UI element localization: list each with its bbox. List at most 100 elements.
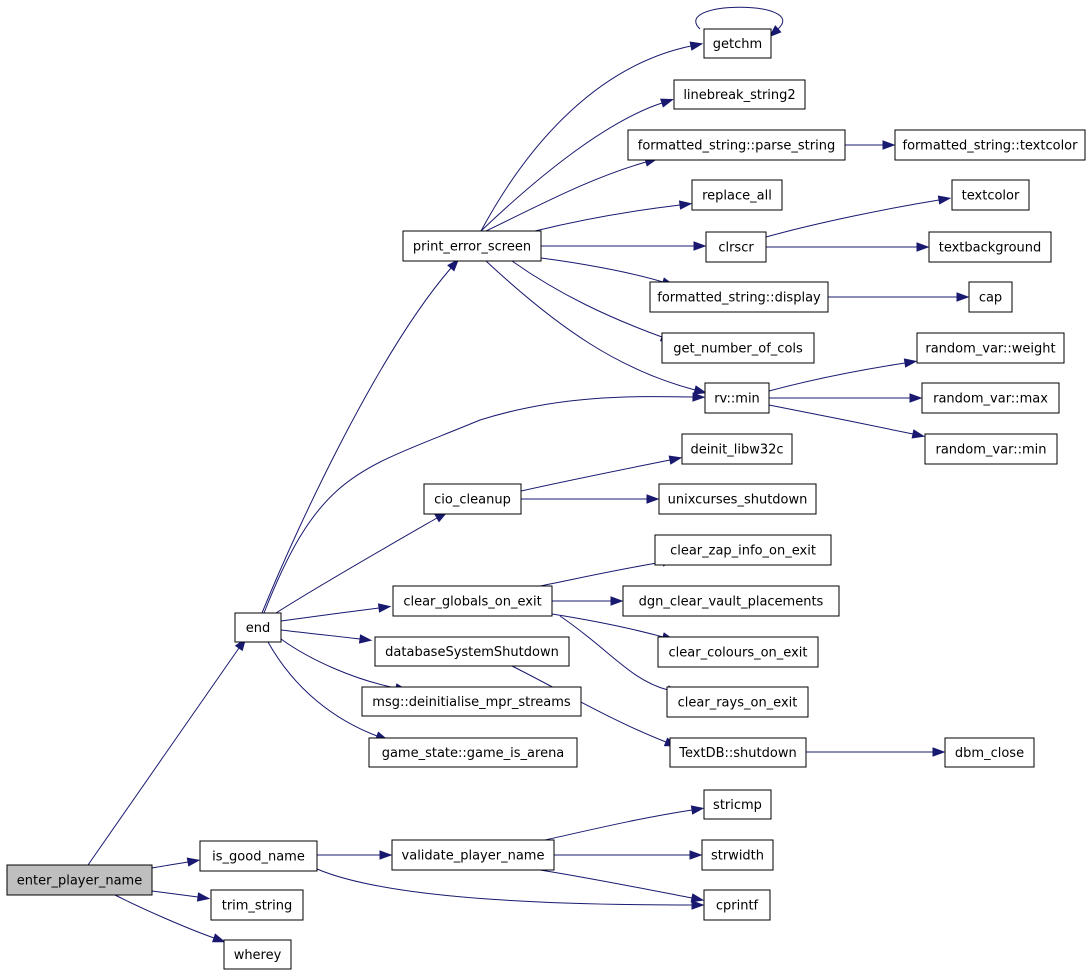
edge-line [261, 267, 452, 614]
node-linebreak-string2[interactable]: linebreak_string2 [673, 79, 806, 110]
node-strwidth[interactable]: strwidth [701, 839, 774, 871]
node-enter-player-name[interactable]: enter_player_name [6, 864, 153, 896]
edge-line [534, 204, 681, 232]
node-validate-player-name[interactable]: validate_player_name [391, 839, 555, 871]
edge-line [480, 45, 692, 232]
node-box [199, 840, 318, 872]
arrowhead-icon [956, 292, 970, 302]
node-cprintf[interactable]: cprintf [703, 889, 771, 921]
node-label: databaseSystemShutdown [385, 645, 559, 660]
edge-line [551, 613, 664, 638]
edge-line [511, 665, 667, 743]
edge-print_error_screen-to-clrscr [540, 241, 707, 251]
edge-print_error_screen-to-get_number_of_cols [511, 260, 674, 342]
node-label: formatted_string::display [657, 291, 821, 306]
nodes-layer: enter_player_name end is_good_name trim_str… [6, 28, 1086, 970]
node-box [701, 839, 774, 871]
edge-line [280, 607, 380, 622]
node-is-good-name[interactable]: is_good_name [199, 840, 318, 872]
node-trim-string[interactable]: trim_string [210, 889, 304, 921]
node-databaseSystemShutdown[interactable]: databaseSystemShutdown [374, 636, 570, 667]
node-game-is-arena[interactable]: game_state::game_is_arena [368, 737, 578, 768]
edge-validate_player_name-to-strwidth [554, 850, 703, 860]
edge-line [768, 404, 914, 435]
node-clear-zap-info-on-exit[interactable]: clear_zap_info_on_exit [654, 534, 832, 566]
edge-print_error_screen-to-rv_min [485, 260, 708, 395]
node-dgn-clear-vault-placements[interactable]: dgn_clear_vault_placements [622, 585, 840, 617]
arrowhead-icon [911, 429, 926, 439]
edge-line [540, 257, 664, 283]
node-label: game_state::game_is_arena [382, 746, 565, 761]
node-clear-globals-on-exit[interactable]: clear_globals_on_exit [392, 585, 553, 617]
edge-line [280, 638, 397, 689]
node-cio-cleanup[interactable]: cio_cleanup [423, 483, 522, 515]
edge-is_good_name-to-cprintf [316, 868, 705, 910]
node-clear-colours-on-exit[interactable]: clear_colours_on_exit [657, 636, 819, 668]
node-label: TextDB::shutdown [678, 746, 796, 761]
node-fs-parse-string[interactable]: formatted_string::parse_string [627, 129, 846, 161]
node-box [234, 612, 282, 643]
node-get-number-of-cols[interactable]: get_number_of_cols [661, 332, 815, 364]
edge-fs_parse_string-to-fs_textcolor [845, 140, 896, 150]
edge-enter_player_name-to-end [87, 637, 247, 866]
edge-rv_min-to-rvar_min [768, 404, 926, 439]
node-rvar-weight[interactable]: random_var::weight [916, 332, 1065, 364]
node-box [392, 585, 553, 617]
node-unixcurses-shutdown[interactable]: unixcurses_shutdown [658, 483, 817, 515]
edge-line [151, 890, 199, 898]
node-rvar-max[interactable]: random_var::max [921, 382, 1060, 414]
node-label: formatted_string::textcolor [903, 139, 1079, 154]
edge-line [267, 641, 378, 737]
node-wherey[interactable]: wherey [223, 939, 292, 970]
edge-end-to-rv_min [263, 392, 706, 614]
node-cap[interactable]: cap [968, 281, 1013, 313]
node-print-error-screen[interactable]: print_error_screen [402, 230, 542, 262]
edge-line [765, 199, 940, 238]
node-end[interactable]: end [234, 612, 282, 643]
node-clrscr[interactable]: clrscr [705, 231, 767, 263]
edge-print_error_screen-to-fs_parse_string [485, 157, 659, 232]
arrowhead-icon [690, 805, 705, 815]
node-box [681, 433, 793, 465]
node-label: unixcurses_shutdown [668, 493, 808, 508]
edge-line [695, 6, 783, 30]
node-box [402, 230, 542, 262]
edge-textdb_shutdown-to-dbm_close [806, 747, 946, 757]
edge-fs_display-to-cap [828, 292, 970, 302]
node-msg-deinit[interactable]: msg::deinitialise_mpr_streams [361, 686, 582, 717]
edge-line [539, 561, 664, 587]
node-label: get_number_of_cols [673, 342, 803, 357]
edge-rv_min-to-rvar_weight [768, 358, 918, 392]
node-fs-textcolor[interactable]: formatted_string::textcolor [894, 129, 1086, 161]
node-label: stricmp [713, 798, 762, 813]
node-box [928, 231, 1052, 263]
arrowhead-icon [693, 241, 707, 251]
node-label: end [246, 621, 271, 636]
node-clear-rays-on-exit[interactable]: clear_rays_on_exit [666, 686, 809, 718]
node-fs-display[interactable]: formatted_string::display [649, 281, 829, 313]
node-box [951, 179, 1030, 211]
node-stricmp[interactable]: stricmp [703, 789, 772, 820]
node-textdb-shutdown[interactable]: TextDB::shutdown [669, 737, 807, 768]
node-dbm-close[interactable]: dbm_close [944, 737, 1035, 768]
arrowhead-icon [689, 850, 703, 860]
edge-clear_globals_on_exit-to-dgn_clear_vault_placements [552, 596, 624, 606]
node-textbackground[interactable]: textbackground [928, 231, 1052, 263]
edge-clrscr-to-textcolor [765, 195, 952, 238]
edge-getchm-to-getchm [695, 6, 783, 38]
node-deinit-libw32c[interactable]: deinit_libw32c [681, 433, 793, 465]
arrowhead-icon [690, 893, 705, 903]
node-label: formatted_string::parse_string [638, 139, 835, 154]
node-box [916, 332, 1065, 364]
node-box [673, 79, 806, 110]
node-label: dgn_clear_vault_placements [639, 595, 824, 610]
node-textcolor[interactable]: textcolor [951, 179, 1030, 211]
node-replace-all[interactable]: replace_all [691, 179, 783, 211]
node-label: clear_globals_on_exit [403, 595, 541, 610]
node-rvar-min[interactable]: random_var::min [924, 433, 1058, 465]
edge-print_error_screen-to-linebreak_string2 [480, 98, 674, 232]
node-rv-min[interactable]: rv::min [704, 382, 770, 414]
node-box [703, 28, 772, 59]
edge-is_good_name-to-validate_player_name [317, 850, 393, 860]
node-getchm[interactable]: getchm [703, 28, 772, 59]
